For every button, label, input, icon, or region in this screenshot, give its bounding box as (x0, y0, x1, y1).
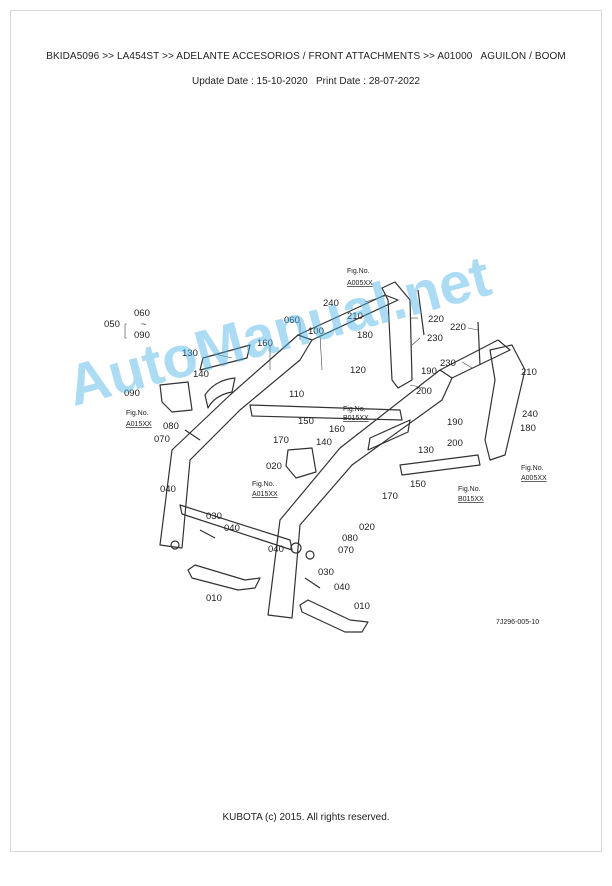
callout: 060 (284, 315, 300, 326)
pin-070 (184, 429, 201, 441)
callout: 040 (268, 544, 284, 555)
callout: 080 (163, 421, 179, 432)
decal-curve (204, 377, 236, 409)
callout: 210 (347, 311, 363, 322)
callout: 110 (289, 389, 304, 400)
callout: 140 (193, 369, 209, 380)
callout: 130 (418, 445, 434, 456)
callout: 230 (440, 358, 456, 369)
callout: 180 (357, 330, 373, 341)
callout: 200 (447, 438, 463, 449)
callout: 170 (382, 491, 398, 502)
callout: 210 (521, 367, 537, 378)
update-date: Update Date : 15-10-2020 (192, 76, 308, 87)
callout: 190 (447, 417, 463, 428)
callout: 220 (450, 322, 466, 333)
right-cylinder (399, 454, 481, 476)
fig-ref-code[interactable]: A005XX (521, 475, 547, 482)
breadcrumb: BKIDA5096 >> LA454ST >> ADELANTE ACCESOR… (0, 51, 612, 62)
breadcrumb-item-current: A01000 AGUILON / BOOM (437, 51, 566, 62)
callout: 060 (134, 308, 150, 319)
callout: 240 (323, 298, 339, 309)
callout: 220 (428, 314, 444, 325)
pin-030 (199, 529, 216, 539)
fig-ref-label[interactable]: Fig.No. (252, 481, 275, 488)
print-date: Print Date : 28-07-2022 (316, 76, 420, 87)
pin-220-left (417, 289, 425, 336)
callout: 010 (354, 601, 370, 612)
right-boom-upper (439, 339, 511, 379)
bushing-040 (290, 542, 302, 554)
right-stand (299, 599, 369, 633)
callout: 170 (273, 435, 289, 446)
callout: 010 (206, 593, 222, 604)
fig-ref-label[interactable]: Fig.No. (347, 268, 370, 275)
breadcrumb-separator: >> (159, 51, 177, 62)
fig-ref-code[interactable]: B015XX (458, 496, 484, 503)
decal-right (367, 419, 411, 451)
left-mount-bracket (381, 281, 413, 389)
callout: 070 (154, 434, 170, 445)
center-pivot-bracket (285, 447, 317, 479)
fig-ref-label[interactable]: Fig.No. (521, 465, 544, 472)
pin-030b (304, 577, 321, 589)
bracket-050 (124, 323, 127, 339)
fig-ref-code[interactable]: A015XX (126, 421, 152, 428)
bushing-040-left (170, 540, 180, 550)
fig-ref-code[interactable]: A015XX (252, 491, 278, 498)
callout: 050 (104, 319, 120, 330)
fig-ref-label[interactable]: Fig.No. (343, 406, 366, 413)
fig-ref-label[interactable]: Fig.No. (458, 486, 481, 493)
breadcrumb-item[interactable]: LA454ST (116, 51, 160, 62)
left-cylinder (249, 404, 403, 421)
breadcrumb-separator: >> (99, 51, 117, 62)
callout: 140 (316, 437, 332, 448)
boom-exploded-view: 060 ~ 090 050 060 100 130 160 140 090 12… (104, 268, 547, 633)
fig-ref-label[interactable]: Fig.No. (126, 410, 149, 417)
callout: 240 (522, 409, 538, 420)
callout: 160 (329, 424, 345, 435)
decal-left (199, 344, 251, 371)
callout: 130 (182, 348, 198, 359)
fig-ref-code[interactable]: B015XX (343, 415, 369, 422)
callout: 190 (421, 366, 437, 377)
hole (305, 550, 315, 560)
right-mount-bracket (484, 344, 526, 461)
callout: 040 (334, 582, 350, 593)
left-stand (187, 564, 261, 591)
callout: 020 (266, 461, 282, 472)
breadcrumb-item[interactable]: BKIDA5096 (46, 51, 100, 62)
date-line: Update Date : 15-10-2020 Print Date : 28… (0, 76, 612, 87)
fig-ref-code[interactable]: A005XX (347, 280, 373, 287)
parts-diagram: 060 ~ 090 050 060 100 130 160 140 090 12… (90, 268, 570, 653)
callout: 100 (308, 326, 324, 337)
right-boom-arm (267, 369, 453, 619)
callout: 040 (224, 523, 240, 534)
breadcrumb-item[interactable]: ADELANTE ACCESORIOS / FRONT ATTACHMENTS (176, 51, 421, 62)
copyright-footer: KUBOTA (c) 2015. All rights reserved. (222, 812, 390, 823)
left-boom-upper (297, 294, 399, 341)
callout: ~ (141, 319, 147, 330)
left-boom-arm (159, 334, 313, 549)
callout: 120 (350, 365, 366, 376)
callout: 040 (160, 484, 176, 495)
breadcrumb-separator: >> (420, 51, 438, 62)
callout: 230 (427, 333, 443, 344)
callout: 200 (416, 386, 432, 397)
callout: 160 (257, 338, 273, 349)
callout: 020 (359, 522, 375, 533)
page-frame (10, 10, 602, 852)
callout: 180 (520, 423, 536, 434)
left-pivot-bracket (159, 381, 193, 413)
callout: 030 (206, 511, 222, 522)
pin-220-right (477, 321, 481, 366)
callout: 150 (298, 416, 314, 427)
drawing-code: 7J296-005-10 (496, 619, 539, 626)
callout: 150 (410, 479, 426, 490)
callout: 090 (134, 330, 150, 341)
callout: 090 (124, 388, 140, 399)
callout: 030 (318, 567, 334, 578)
callout: 070 (338, 545, 354, 556)
callout: 080 (342, 533, 358, 544)
